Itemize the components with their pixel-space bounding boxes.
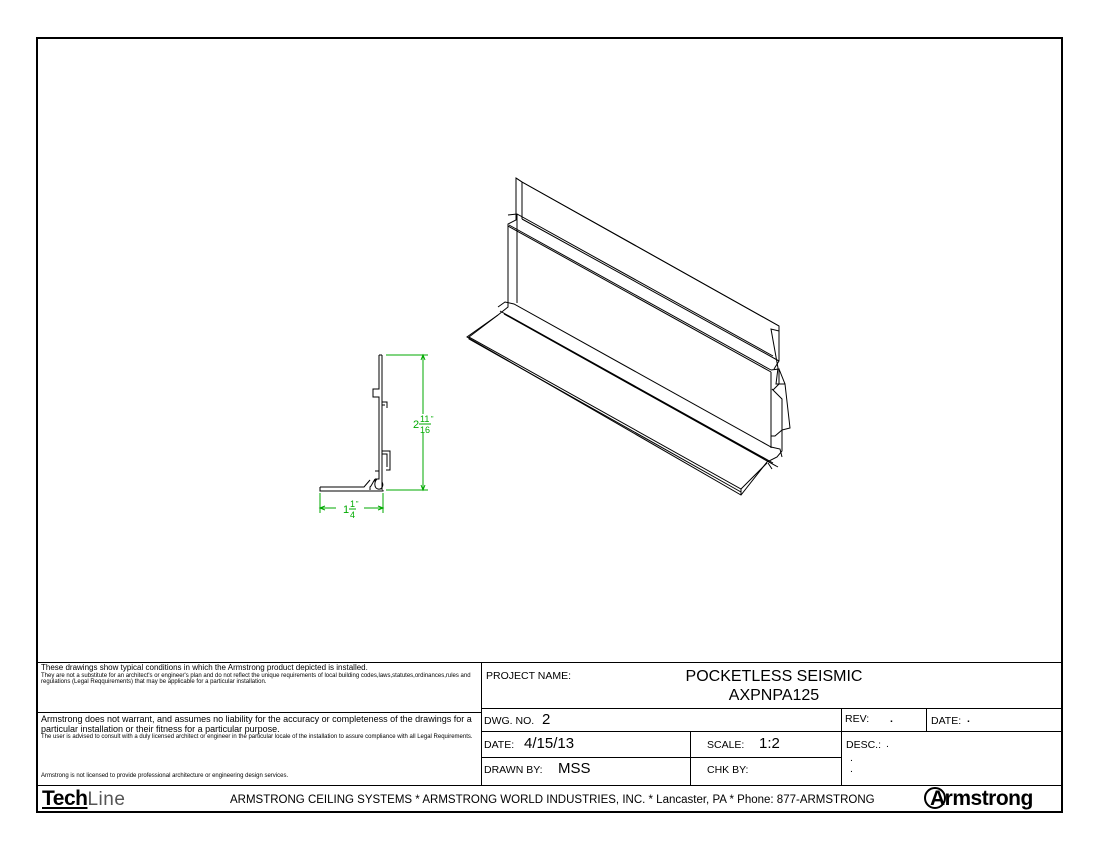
flange-inch-mark: "	[356, 501, 359, 508]
desc-label: DESC.:	[846, 739, 882, 751]
scale-divider	[690, 731, 691, 785]
isometric-web	[516, 226, 772, 448]
techline-logo: TechLine	[42, 787, 125, 812]
flange-denominator: 4	[350, 510, 355, 520]
height-whole: 2	[413, 419, 419, 431]
profile-left-notch	[375, 408, 380, 480]
dimension-lines	[318, 353, 428, 513]
disclaimer-small-2: The user is advised to consult with a du…	[41, 734, 473, 741]
dwg-no-label: DWG. NO.	[484, 715, 535, 727]
chk-by-label: CHK BY:	[707, 764, 749, 776]
flange-whole: 1	[343, 504, 349, 516]
isometric-lower-hook	[771, 388, 783, 437]
isometric-top-flange	[508, 177, 780, 371]
isometric-bead	[497, 301, 783, 470]
height-denominator: 16	[420, 425, 430, 435]
date-rule	[481, 757, 841, 758]
armstrong-logo: Armstrong	[924, 787, 1033, 811]
desc-line-3: .	[850, 763, 853, 775]
techline-logo-light: Line	[87, 789, 126, 810]
date2-label: DATE:	[931, 715, 962, 727]
drawing-sheet: 2 11 16 " 1 1 4 " These drawings show ty…	[36, 37, 1063, 813]
disclaimer-lead-1: These drawings show typical conditions i…	[41, 663, 368, 672]
desc-line-2: .	[850, 752, 853, 764]
project-name-line-2: AXPNPA125	[728, 687, 820, 704]
rev-divider	[841, 708, 842, 785]
isometric-upper-lip	[507, 213, 774, 373]
height-extension-lines	[386, 354, 428, 491]
disclaimer-block-2: Armstrong does not warrant, and assumes …	[41, 714, 479, 741]
flange-numerator: 1	[350, 499, 355, 509]
flange-extension-lines	[319, 493, 384, 513]
date2-value: .	[967, 713, 970, 725]
height-arrows	[420, 353, 426, 492]
section-profile-view	[319, 354, 391, 492]
footer-rule	[38, 785, 1061, 786]
date-label: DATE:	[484, 739, 515, 751]
disclaimer-small-1: They are not a substitute for an archite…	[41, 672, 471, 686]
profile-lower-tab	[382, 450, 391, 471]
scale-label: SCALE:	[707, 739, 745, 751]
armstrong-logo-circle	[924, 787, 946, 809]
drawing-area: 2 11 16 " 1 1 4 "	[318, 177, 791, 520]
isometric-upper-hook	[770, 368, 786, 391]
profile-flange	[319, 479, 384, 492]
isometric-bottom-flange	[468, 314, 768, 495]
flange-arrows	[318, 505, 385, 511]
isometric-trim-view	[466, 177, 791, 496]
height-dimension-label: 2 11 16 "	[413, 414, 434, 435]
dwg-no-value: 2	[542, 711, 551, 728]
desc-value: .	[886, 738, 889, 750]
project-rule	[481, 708, 1061, 709]
drawn-by-value: MSS	[558, 760, 591, 777]
project-name-label: PROJECT NAME:	[486, 670, 571, 682]
techline-logo-bold: Tech	[42, 787, 88, 810]
profile-bead	[369, 478, 384, 490]
disclaimer-divider	[481, 662, 482, 786]
title-block-top-border	[38, 662, 1061, 663]
project-name-line-1: POCKETLESS SEISMIC	[685, 668, 863, 685]
flange-dimension-label: 1 1 4 "	[343, 499, 359, 520]
disclaimer-not-licensed: Armstrong is not licensed to provide pro…	[41, 773, 289, 779]
height-numerator: 11	[420, 414, 429, 424]
isometric-outline	[466, 177, 791, 496]
profile-web	[372, 354, 383, 490]
date-value: 4/15/13	[524, 735, 575, 752]
scale-value: 1:2	[759, 735, 780, 752]
armstrong-logo-text: Armstrong	[930, 787, 1033, 810]
rev-value: .	[890, 713, 893, 725]
disclaimer-block-1: These drawings show typical conditions i…	[41, 663, 479, 686]
profile-upper-tab	[382, 401, 388, 408]
disclaimer-lead-2: Armstrong does not warrant, and assumes …	[41, 714, 472, 734]
dwg-rule	[481, 731, 1061, 732]
date2-divider	[926, 708, 927, 731]
height-inch-mark: "	[431, 416, 434, 423]
rev-label: REV:	[845, 713, 870, 725]
drawn-by-label: DRAWN BY:	[484, 764, 543, 776]
company-info: ARMSTRONG CEILING SYSTEMS * ARMSTRONG WO…	[230, 794, 875, 806]
disclaimer-rule	[38, 712, 481, 713]
